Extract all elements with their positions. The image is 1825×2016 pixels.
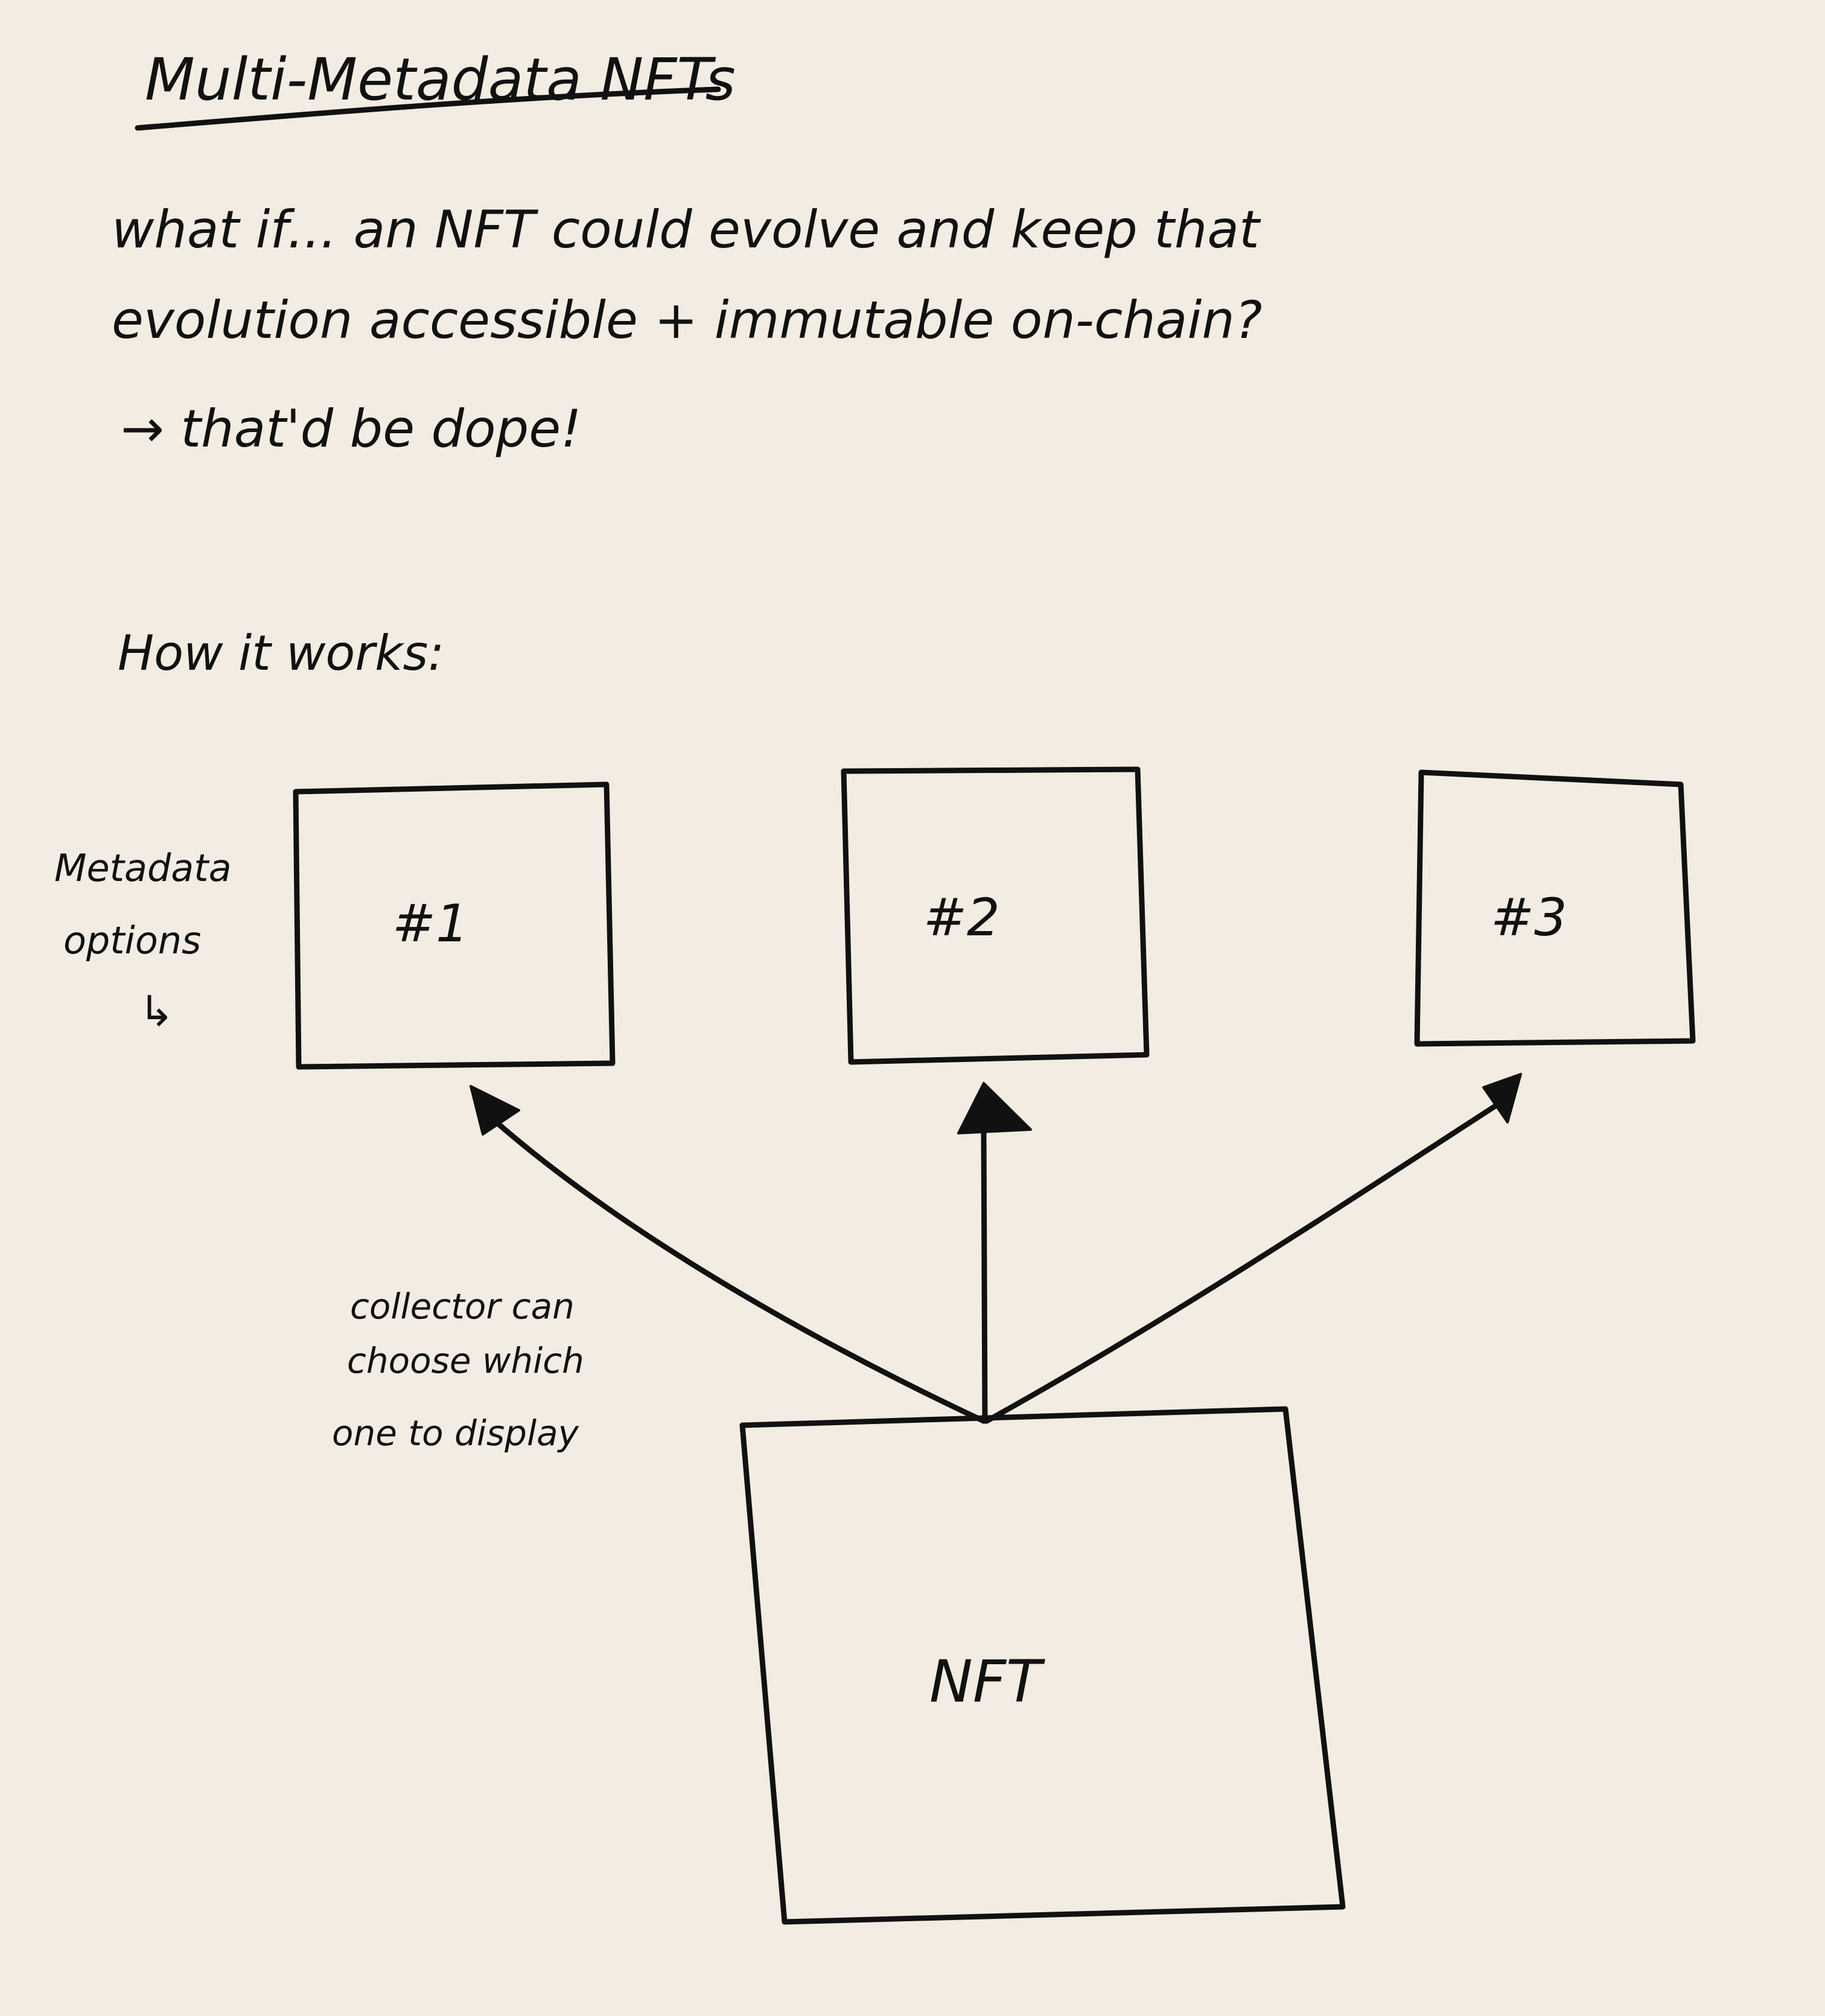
how-it-works-heading: How it works: [118,625,444,681]
arrow-to-option-3 [984,1098,1506,1424]
arrow-to-option-3-head [1482,1073,1522,1124]
paragraph-line-1: what if... an NFT could evolve and keep … [112,200,1261,260]
paragraph-line-3: → that'd be dope! [121,399,582,459]
metadata-label-line-2: options [63,918,201,962]
annotation-line-2: choose which [347,1340,584,1381]
title-underline [135,86,721,131]
nft-label: NFT [929,1648,1045,1716]
metadata-option-2-box [841,766,1150,1065]
arrow-to-option-2-head [957,1082,1032,1134]
metadata-label-line-1: Metadata [54,846,232,890]
metadata-label-arrow: ↳ [139,987,174,1036]
metadata-option-1-label: #1 [392,894,469,954]
nft-box [739,1406,1346,1925]
annotation-line-1: collector can [350,1286,575,1327]
arrow-to-option-1 [480,1107,987,1424]
metadata-option-3-box [1414,769,1696,1047]
metadata-option-2-label: #2 [923,888,1000,948]
arrow-to-option-2 [981,1125,988,1424]
arrow-to-option-1-head [470,1085,520,1136]
metadata-option-1-box [293,781,616,1070]
paragraph-line-2: evolution accessible + immutable on-chai… [112,290,1263,351]
annotation-line-3: one to display [332,1413,579,1454]
metadata-option-3-label: #3 [1491,888,1567,948]
